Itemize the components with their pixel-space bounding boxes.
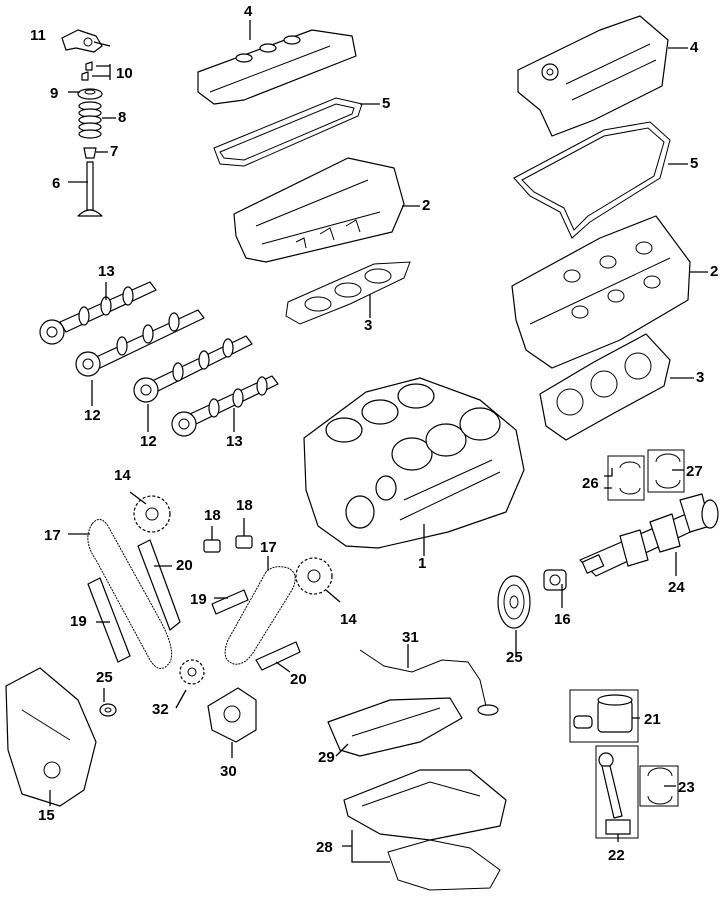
callout-28: 28 (316, 839, 333, 856)
callout-9: 9 (50, 85, 58, 102)
oil-pickup-tube (359, 649, 499, 716)
camshaft-upper-right (75, 309, 205, 377)
cam-sprocket-left (133, 495, 171, 533)
main-bearings (619, 461, 641, 495)
callout-12: 12 (140, 433, 157, 450)
callout-14: 14 (340, 611, 357, 628)
valve-spring (78, 101, 102, 139)
callout-29: 29 (318, 749, 335, 766)
piston-frame (569, 689, 639, 743)
head-gasket-left (285, 261, 411, 325)
timing-cover (5, 667, 97, 807)
timing-chain-right (224, 566, 296, 665)
callout-2: 2 (422, 197, 430, 214)
callout-16: 16 (554, 611, 571, 628)
thrust-bearings (655, 453, 681, 489)
rod-bearings (647, 767, 673, 805)
callout-17: 17 (260, 539, 277, 556)
valve-stem-seal (83, 147, 97, 159)
crankshaft-sprocket (543, 569, 567, 591)
callout-25: 27 (686, 463, 703, 480)
valve-cover-gasket-right (513, 121, 671, 239)
engine-block (303, 377, 525, 549)
callout-23: 23 (678, 779, 695, 796)
rod-assembly-frame (595, 745, 639, 839)
chain-tensioner-arm-left (87, 577, 131, 663)
callout-13: 13 (98, 263, 115, 280)
callout-27: 25 (506, 649, 523, 666)
callout-5: 5 (382, 95, 390, 112)
cylinder-head-left (233, 157, 405, 263)
callout-12: 12 (84, 407, 101, 424)
oil-pan-lower (343, 769, 507, 841)
callout-32: 32 (152, 701, 169, 718)
callout-15: 15 (38, 807, 55, 824)
callout-5: 5 (690, 155, 698, 172)
oil-pan-gasket (387, 839, 501, 891)
callout-26: 24 (668, 579, 685, 596)
callout-14: 14 (114, 467, 131, 484)
callout-4: 4 (690, 39, 699, 56)
callout-3: 3 (364, 317, 372, 334)
rocker-arm (61, 29, 103, 53)
main-bearings-frame (607, 455, 645, 501)
callout-10: 10 (116, 65, 133, 82)
timing-chain-left (87, 519, 173, 669)
valve-spring-retainer (77, 88, 103, 100)
valve (77, 161, 103, 217)
crankshaft-pulley (497, 575, 531, 629)
valve-cover-gasket-left (213, 97, 363, 167)
chain-guide-left (137, 539, 181, 631)
callout-6: 6 (52, 175, 60, 192)
callout-19: 19 (190, 591, 207, 608)
camshaft-lower-right (171, 375, 279, 437)
callout-19: 19 (70, 613, 87, 630)
callout-1: 1 (418, 555, 426, 572)
head-gasket-right (539, 333, 671, 441)
oil-pan-upper (327, 697, 463, 757)
callout-24: 25 (96, 669, 113, 686)
callout-30: 30 (220, 763, 237, 780)
callout-11: 11 (30, 27, 46, 44)
valve-cover-right (517, 15, 669, 137)
valve-cover-left (197, 29, 357, 105)
chain-tensioner-arm-right (211, 589, 249, 615)
rod-bearings-frame (639, 765, 679, 807)
crankshaft (579, 493, 719, 577)
callout-13: 13 (226, 433, 243, 450)
callout-18: 18 (204, 507, 221, 524)
callout-31: 31 (402, 629, 419, 646)
callout-22: 22 (608, 847, 625, 864)
camshaft-lower-left (133, 335, 253, 403)
crank-seal (99, 703, 117, 717)
callout-18: 18 (236, 497, 253, 514)
cylinder-head-right (511, 215, 691, 369)
callout-8: 8 (118, 109, 126, 126)
oil-pump (207, 687, 257, 743)
connecting-rod (598, 752, 631, 835)
thrust-bearings-frame (647, 449, 685, 493)
valve-keepers (81, 61, 93, 81)
callout-20: 20 (290, 671, 307, 688)
chain-guide-right (255, 641, 301, 671)
callout-17: 17 (44, 527, 61, 544)
callout-7: 7 (110, 143, 118, 160)
piston (597, 694, 633, 733)
callout-3: 3 (696, 369, 704, 386)
chain-tensioner-right (235, 535, 253, 549)
piston-pin (573, 715, 593, 729)
crankshaft-gear (179, 659, 205, 685)
camshaft-upper-left (39, 281, 157, 345)
callout-4: 4 (244, 3, 253, 20)
chain-tensioner-left (203, 539, 221, 553)
cam-sprocket-right (295, 557, 333, 595)
callout-25: 26 (582, 475, 599, 492)
callout-2: 2 (710, 263, 718, 280)
callout-20: 20 (176, 557, 193, 574)
callout-21: 21 (644, 711, 661, 728)
